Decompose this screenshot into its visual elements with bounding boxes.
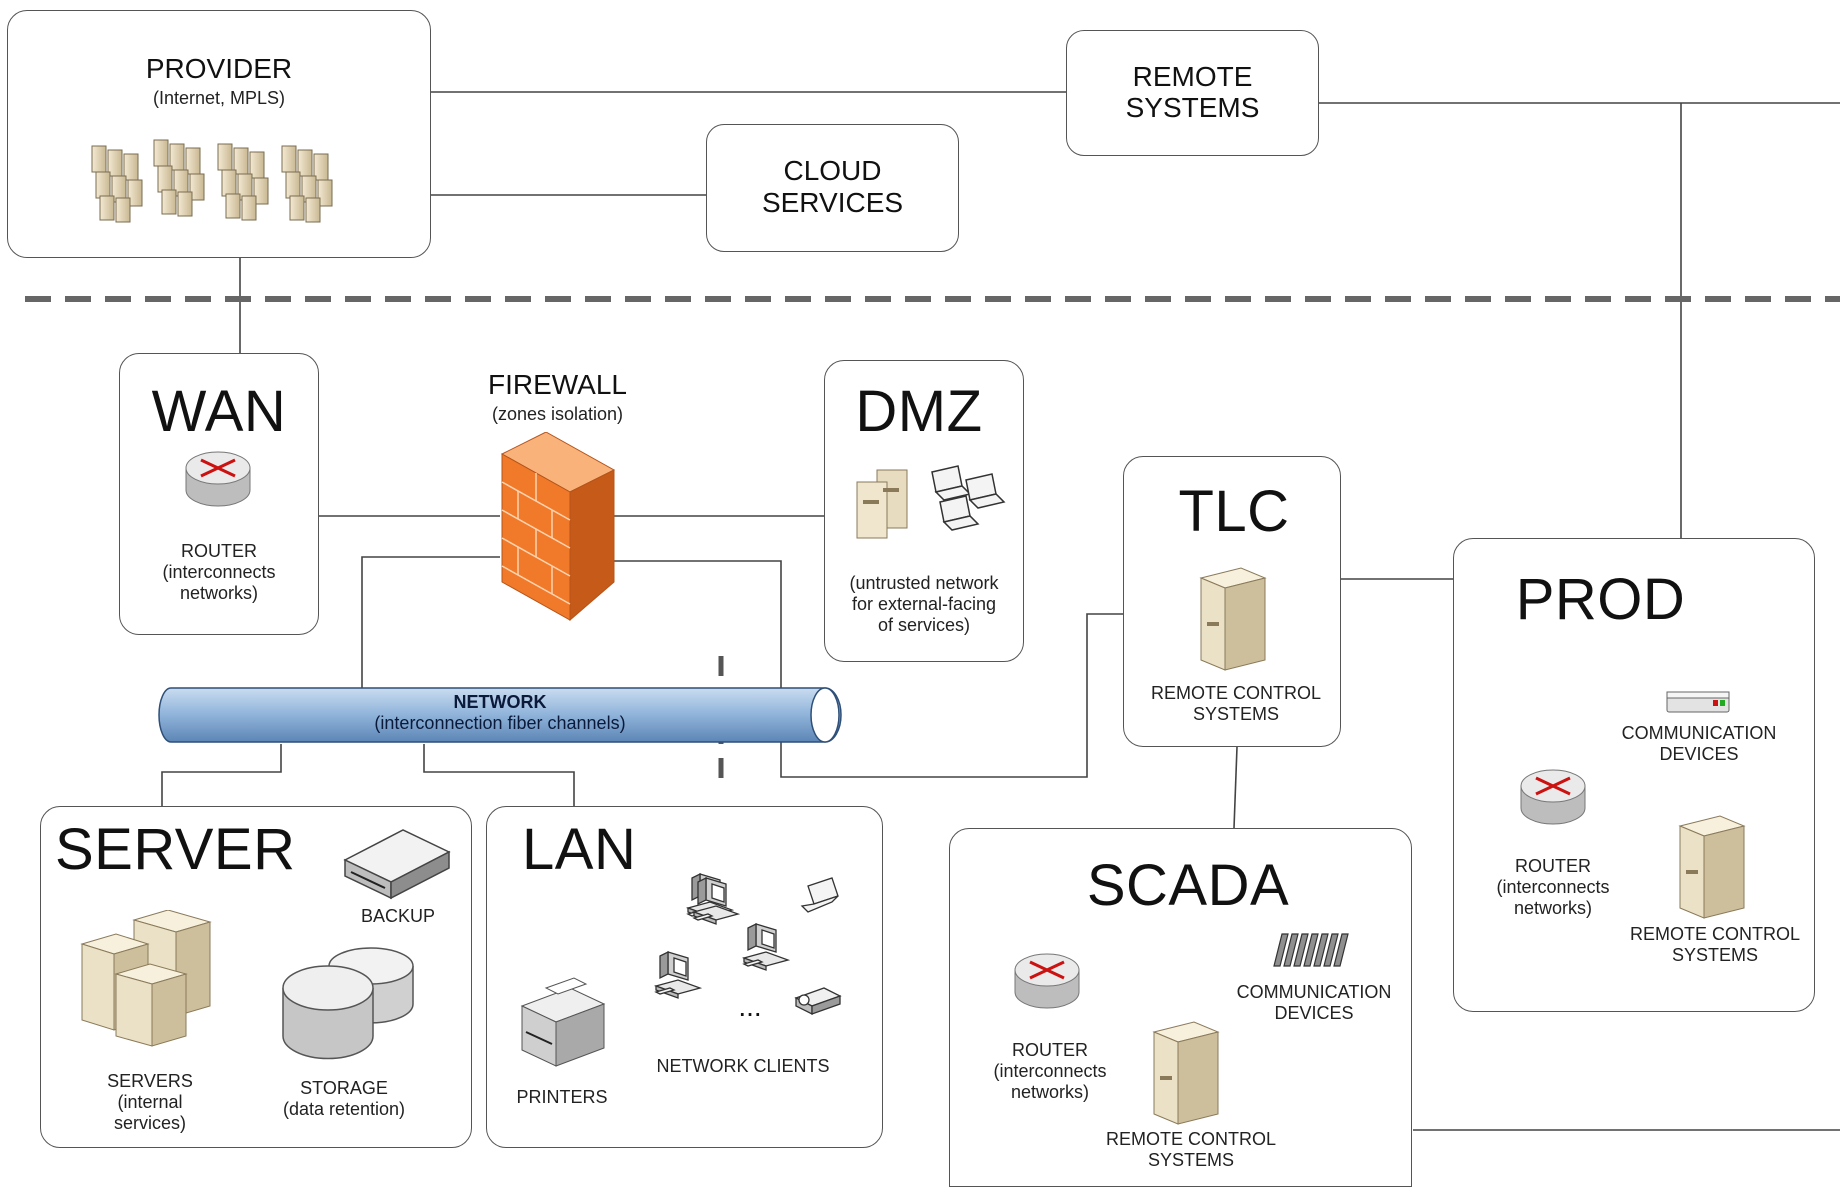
remote-control-cabinet-icon: [1148, 1020, 1226, 1126]
server-backup-label: BACKUP: [360, 906, 436, 926]
firewall-subtitle: (zones isolation): [491, 404, 624, 424]
laptops-icon: [926, 462, 1008, 534]
tlc-title: TLC: [1178, 479, 1290, 544]
wan-title: WAN: [151, 379, 287, 444]
prod-comm-line2: DEVICES: [1659, 744, 1739, 764]
scada-router-line1: ROUTER: [1012, 1040, 1088, 1060]
prod-box: [1453, 538, 1815, 1012]
scada-title: SCADA: [1086, 853, 1290, 918]
scada-router-line3: networks): [1010, 1082, 1090, 1102]
prod-router-line1: ROUTER: [1515, 856, 1591, 876]
prod-rcs-line2: SYSTEMS: [1671, 945, 1759, 965]
communication-device-icon: [1665, 690, 1731, 716]
remote-systems-line1: REMOTE: [1132, 61, 1253, 92]
dmz-desc3: of services): [877, 615, 971, 635]
prod-router-line2: (interconnects: [1496, 877, 1610, 897]
wan-router-sub2: networks): [179, 583, 259, 603]
router-icon: [1518, 764, 1588, 830]
dmz-servers-icon: [853, 466, 915, 540]
network-server-link: [161, 744, 282, 806]
lan-title: LAN: [522, 817, 637, 882]
remote-control-cabinet-icon: [1195, 566, 1273, 672]
prod-rcs-line1: REMOTE CONTROL: [1629, 924, 1800, 944]
wan-router-label: ROUTER: [181, 541, 257, 561]
printer-icon: [516, 976, 608, 1072]
lan-ellipsis: ...: [738, 991, 762, 1022]
network-lan-link: [423, 744, 575, 806]
provider-subtitle: (Internet, MPLS): [152, 88, 286, 108]
scada-box: [949, 828, 1412, 1187]
router-icon: [1012, 948, 1082, 1014]
provider-title: PROVIDER: [145, 53, 293, 84]
dmz-desc2: for external-facing: [851, 594, 997, 614]
server-cluster-icon: [90, 136, 350, 226]
tlc-rcs-line1: REMOTE CONTROL: [1150, 683, 1321, 703]
scada-comm-line2: DEVICES: [1274, 1003, 1354, 1023]
servers-icon: [78, 910, 214, 1050]
dmz-desc1: (untrusted network: [849, 573, 999, 593]
firewall-network-left: [361, 556, 500, 690]
printers-label: PRINTERS: [516, 1087, 608, 1107]
scada-comm-line1: COMMUNICATION: [1236, 982, 1392, 1002]
firewall-network-right: [612, 560, 1123, 778]
servers-line1: SERVERS: [107, 1071, 193, 1091]
network-title: NETWORK: [453, 692, 547, 712]
firewall-icon: [496, 432, 618, 624]
server-title: SERVER: [55, 817, 296, 882]
remote-systems-line2: SYSTEMS: [1125, 92, 1260, 123]
cloud-services-box: [706, 124, 959, 252]
prod-title: PROD: [1515, 567, 1686, 632]
scada-rcs-line2: SYSTEMS: [1147, 1150, 1235, 1170]
network-clients-label: NETWORK CLIENTS: [656, 1056, 830, 1076]
remote-systems-box: [1066, 30, 1319, 156]
network-clients-icon: [648, 872, 864, 1022]
router-icon: [183, 446, 253, 512]
scada-router-line2: (interconnects: [993, 1061, 1107, 1081]
firewall-title: FIREWALL: [488, 369, 627, 400]
provider-box: [7, 10, 431, 258]
network-pipe-icon: [157, 684, 847, 746]
network-subtitle: (interconnection fiber channels): [374, 713, 626, 733]
tlc-rcs-line2: SYSTEMS: [1192, 704, 1280, 724]
storage-line2: (data retention): [282, 1099, 406, 1119]
storage-line1: STORAGE: [300, 1078, 388, 1098]
backup-device-icon: [341, 826, 453, 902]
communication-rack-icon: [1270, 928, 1354, 972]
storage-disks-icon: [279, 944, 417, 1066]
cloud-services-line1: CLOUD: [783, 155, 882, 186]
prod-router-line3: networks): [1513, 898, 1593, 918]
prod-comm-line1: COMMUNICATION: [1621, 723, 1777, 743]
remote-control-cabinet-icon: [1674, 814, 1752, 920]
cloud-services-line2: SERVICES: [761, 187, 904, 218]
wan-router-sub1: (interconnects: [162, 562, 276, 582]
scada-rcs-line1: REMOTE CONTROL: [1105, 1129, 1276, 1149]
servers-line3: services): [113, 1113, 186, 1133]
tlc-scada-link: [1233, 746, 1238, 829]
dmz-title: DMZ: [855, 379, 983, 444]
servers-line2: (internal: [117, 1092, 183, 1112]
